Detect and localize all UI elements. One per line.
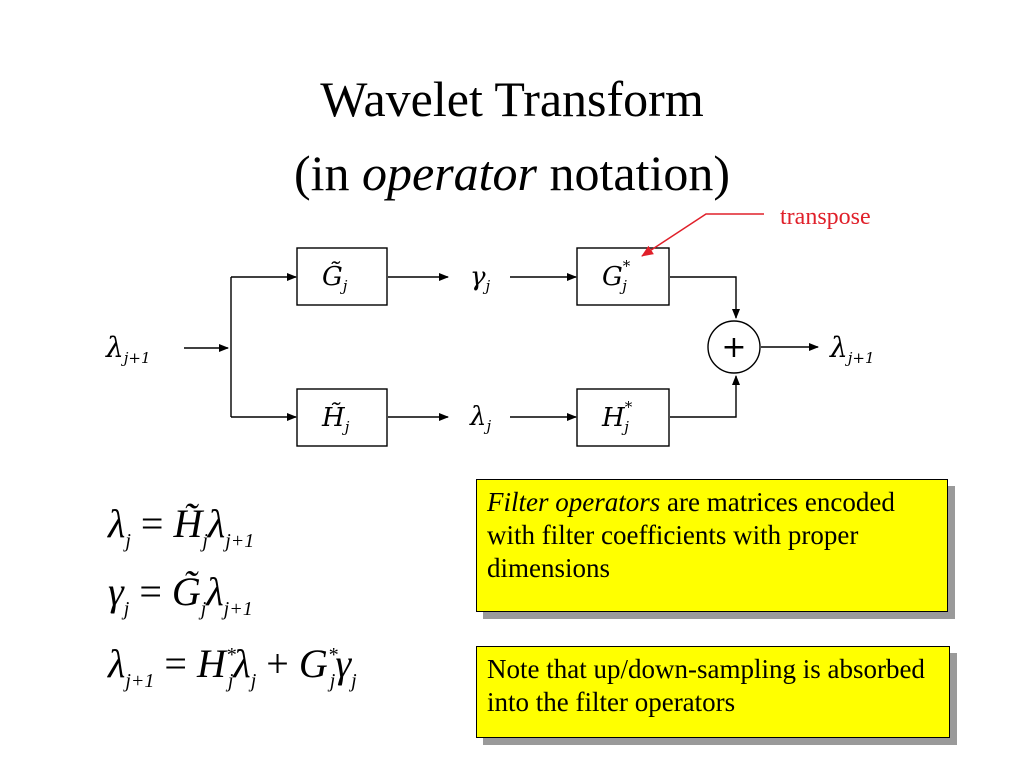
bottom-analysis-filter-box xyxy=(296,388,388,447)
bottom-analysis-filter-label: H̃j xyxy=(321,402,350,436)
transpose-pointer-arrow xyxy=(641,213,764,257)
top-synthesis-filter-label: G*j xyxy=(602,257,631,295)
filter-operators-note: Filter operators are matrices encoded wi… xyxy=(476,479,948,612)
equation-lambda-analysis: λj=H̃jλj+1 xyxy=(108,501,255,552)
lambda-signal-label: λj xyxy=(469,402,491,435)
top-to-adder-arrow xyxy=(670,276,740,319)
top-analysis-filter-box xyxy=(296,247,388,306)
sampling-note: Note that up/down-sampling is absorbed i… xyxy=(476,646,950,738)
adder-circle xyxy=(707,320,761,374)
output-signal-label: λj+1 xyxy=(829,331,875,367)
bottom-to-adder-arrow xyxy=(670,375,740,418)
slide-title-line1: Wavelet Transform xyxy=(320,71,704,127)
bottom-synthesis-filter-label: H*j xyxy=(601,398,633,436)
title-operator-word: operator xyxy=(362,145,537,201)
adder-plus-sign: + xyxy=(721,330,746,365)
bottom-synthesis-filter-box xyxy=(576,388,670,447)
slide-title-line2: (in operator notation) xyxy=(293,145,731,201)
equation-synthesis: λj+1=H*jλj+G*jγj xyxy=(108,641,357,692)
top-analysis-filter-label: G̃j xyxy=(322,261,348,295)
gamma-signal-label: γj xyxy=(470,262,491,295)
top-synthesis-filter-box xyxy=(576,247,670,306)
input-signal-label: λj+1 xyxy=(105,331,151,367)
transpose-annotation: transpose xyxy=(780,204,871,230)
equation-gamma-analysis: γj=G̃jλj+1 xyxy=(108,569,253,620)
